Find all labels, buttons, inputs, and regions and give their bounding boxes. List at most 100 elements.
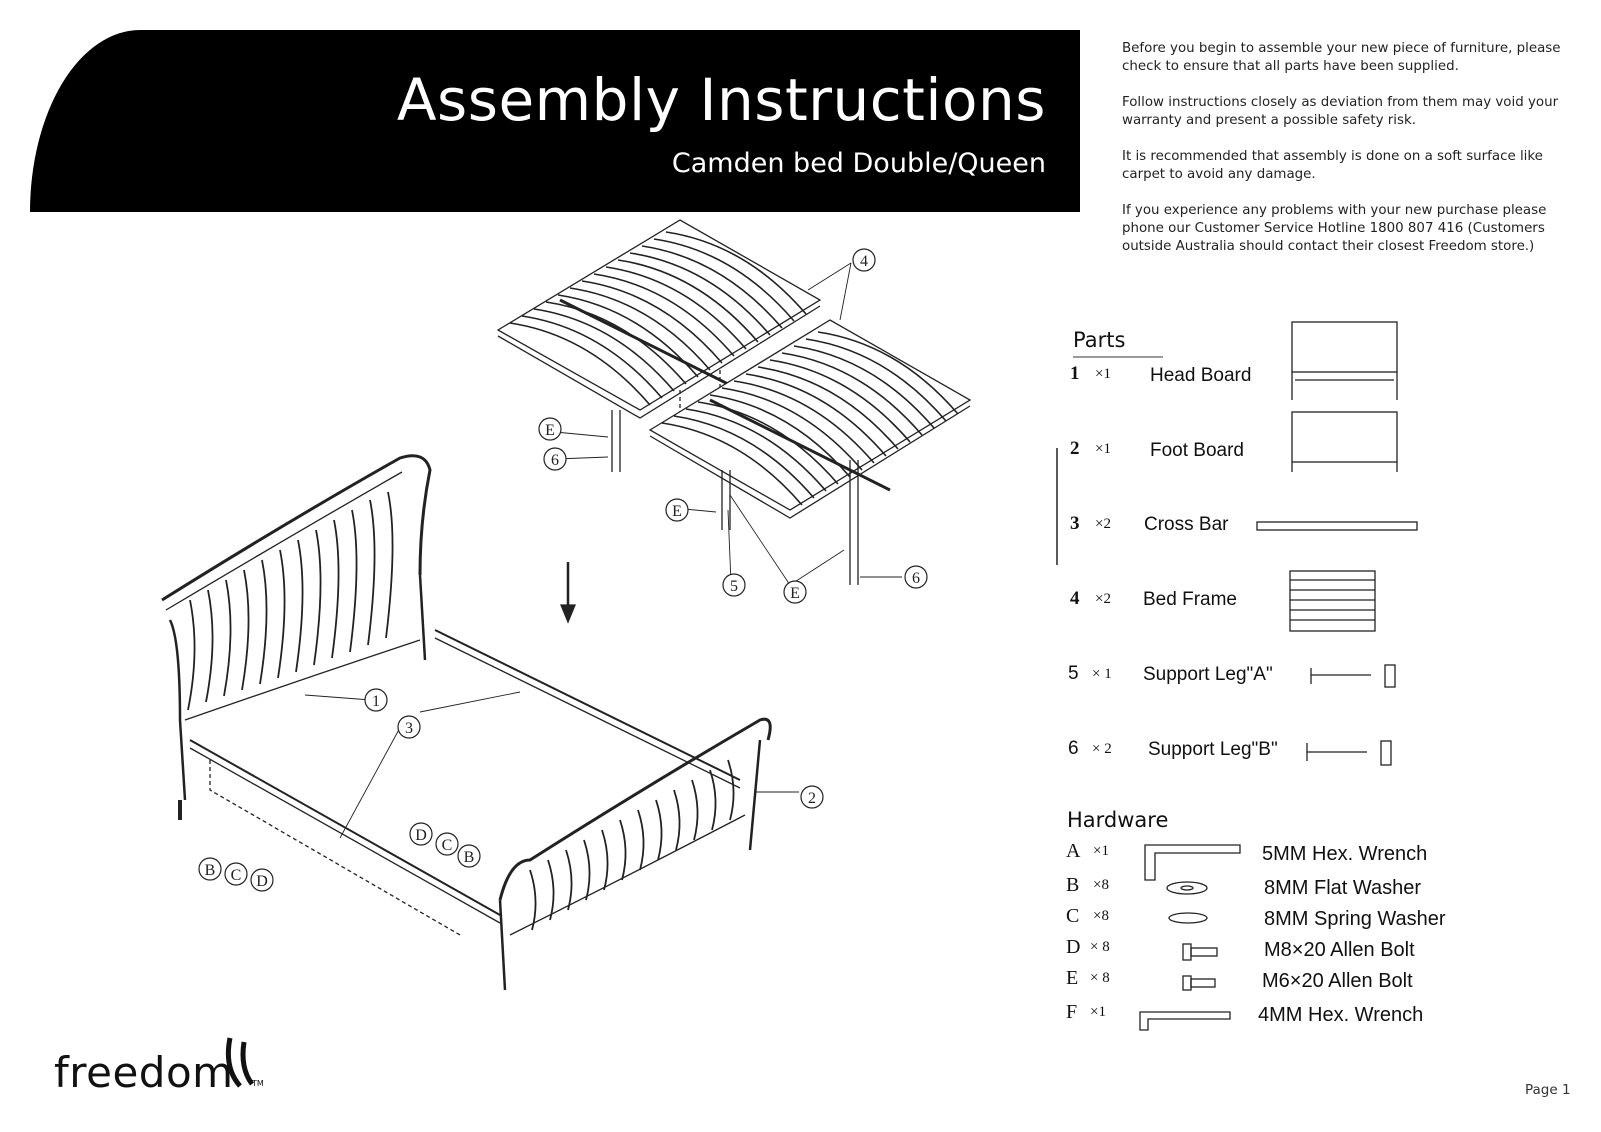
part-name: Bed Frame	[1143, 589, 1237, 610]
callout-label: 6	[912, 570, 920, 587]
hardware-letter: A	[1066, 840, 1081, 862]
hardware-letter: C	[1066, 905, 1080, 927]
page-number: Page 1	[1525, 1082, 1571, 1098]
callout-label: C	[231, 867, 242, 884]
freedom-logo: freedom	[54, 1048, 234, 1097]
part-qty: ×2	[1095, 516, 1111, 532]
hardware-qty: × 8	[1090, 939, 1110, 955]
callout-circle	[543, 447, 567, 471]
callout-circle	[198, 857, 222, 881]
part-qty: ×2	[1095, 591, 1111, 607]
callout-label: B	[205, 862, 216, 879]
callout-circle	[409, 822, 433, 846]
callout-circle	[800, 785, 824, 809]
intro-paragraph: Follow instructions closely as deviation…	[1122, 95, 1559, 128]
leader-lines	[304, 262, 902, 839]
part-number: 4	[1070, 588, 1080, 609]
part-name: Head Board	[1150, 365, 1252, 386]
part-number: 1	[1070, 363, 1080, 384]
intro-paragraph: It is recommended that assembly is done …	[1122, 149, 1543, 182]
callout-labels: 1 2 3 4 5 6 6 E E E B C D D C B	[205, 253, 920, 890]
hardware-letter: D	[1066, 936, 1081, 958]
hardware-name: M6×20 Allen Bolt	[1262, 970, 1413, 992]
part-name: Foot Board	[1150, 440, 1244, 461]
footboard-illustration	[498, 717, 772, 991]
hardware-letter: F	[1066, 1001, 1078, 1023]
callout-label: B	[464, 849, 475, 866]
callout-circle	[397, 715, 421, 739]
part-qty: ×1	[1095, 441, 1111, 457]
callout-label: 3	[405, 720, 413, 737]
hardware-letter: B	[1066, 874, 1080, 896]
callout-label: 2	[808, 790, 816, 807]
hardware-name: 4MM Hex. Wrench	[1258, 1004, 1424, 1026]
hardware-heading: Hardware	[1067, 808, 1169, 832]
callout-label: C	[442, 837, 453, 854]
bed-frame-slats-2	[648, 319, 972, 585]
callout-label: E	[672, 503, 682, 520]
callout-label: D	[256, 873, 268, 890]
logo-tm: TM	[251, 1079, 264, 1088]
part-number: 3	[1070, 513, 1080, 534]
intro-text: Before you begin to assemble your new pi…	[1122, 40, 1562, 274]
bed-frame-slats-1	[496, 219, 822, 472]
part-qty: ×1	[1095, 366, 1111, 382]
headboard-illustration	[161, 454, 432, 820]
callout-circle	[224, 862, 248, 886]
part-qty: × 1	[1092, 666, 1112, 682]
hardware-letter: E	[1066, 967, 1079, 989]
intro-paragraph: Before you begin to assemble your new pi…	[1122, 41, 1561, 74]
flat-washer-icon	[1166, 881, 1208, 895]
page-subtitle: Camden bed Double/Queen	[671, 148, 1046, 179]
part-name: Support Leg"B"	[1148, 739, 1278, 760]
logo-text: freedom	[54, 1048, 234, 1097]
allen-bolt-icon	[1182, 975, 1192, 991]
part-name: Support Leg"A"	[1143, 664, 1273, 685]
hex-wrench-icon	[1139, 1011, 1231, 1031]
hardware-icons	[1139, 844, 1241, 1031]
hardware-qty: ×1	[1093, 843, 1109, 859]
logo-mark-icon: TM	[225, 1037, 264, 1088]
hardware-qty: ×8	[1093, 908, 1109, 924]
callout-circle	[852, 248, 876, 272]
callout-circle	[904, 565, 928, 589]
hardware-name: 8MM Spring Washer	[1264, 908, 1446, 930]
callout-circle	[783, 580, 807, 604]
page-title: Assembly Instructions	[396, 66, 1046, 134]
parts-thumbnails	[1056, 321, 1418, 766]
callout-label: 5	[730, 578, 738, 595]
callout-circle	[364, 688, 388, 712]
callout-label: E	[790, 585, 800, 602]
part-number: 6	[1068, 738, 1079, 759]
callout-circle	[665, 498, 689, 522]
hardware-name: 8MM Flat Washer	[1264, 877, 1422, 899]
callout-label: D	[415, 827, 427, 844]
hardware-qty: ×1	[1090, 1004, 1106, 1020]
arrow-down-icon	[560, 562, 576, 624]
cross-bar-illustration	[189, 629, 741, 936]
hardware-name: M8×20 Allen Bolt	[1264, 939, 1415, 961]
callout-circle	[457, 844, 481, 868]
part-number: 5	[1068, 663, 1079, 684]
callout-label: 6	[551, 452, 559, 469]
callout-circle	[250, 868, 274, 892]
intro-paragraph: If you experience any problems with your…	[1122, 203, 1547, 254]
spring-washer-icon	[1168, 912, 1208, 924]
parts-heading-underline	[1073, 356, 1163, 358]
callout-circle	[538, 417, 562, 441]
part-qty: × 2	[1092, 741, 1112, 757]
hardware-qty: ×8	[1093, 877, 1109, 893]
callout-circle	[722, 573, 746, 597]
part-number: 2	[1070, 438, 1080, 459]
part-name: Cross Bar	[1144, 514, 1229, 535]
callout-circle	[435, 832, 459, 856]
hex-wrench-icon	[1144, 844, 1241, 881]
callout-label: 4	[860, 253, 868, 270]
header-banner	[30, 30, 1080, 212]
hardware-qty: × 8	[1090, 970, 1110, 986]
parts-heading: Parts	[1073, 328, 1126, 352]
callout-circles	[198, 248, 928, 892]
callout-label: E	[545, 422, 555, 439]
callout-label: 1	[372, 693, 380, 710]
